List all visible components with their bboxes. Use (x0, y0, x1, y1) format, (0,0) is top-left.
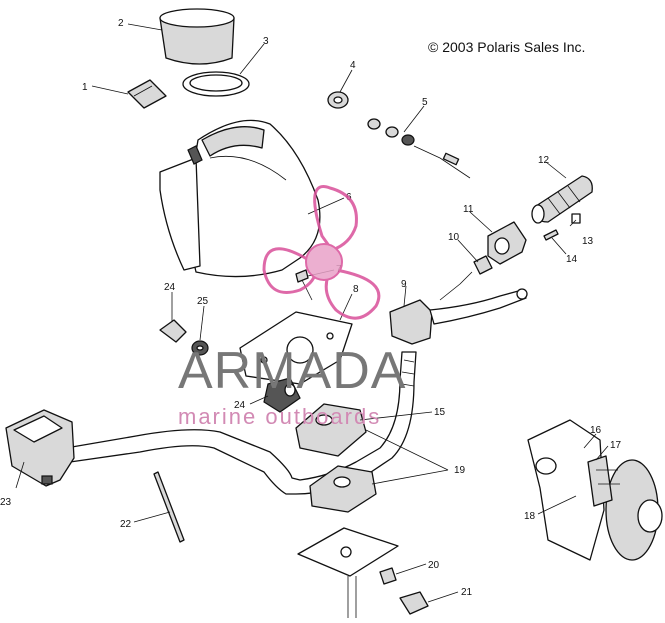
watermark-brand: ARMADA (178, 342, 406, 400)
callout-2: 2 (118, 18, 124, 29)
watermark-tagline: marine outboards (178, 404, 381, 429)
callout-23: 23 (0, 497, 12, 508)
callout-19: 19 (454, 465, 466, 476)
callout-22: 22 (120, 519, 132, 530)
callout-18: 18 (524, 511, 536, 522)
callout-9: 9 (401, 279, 407, 290)
callout-labels: 1 2 3 4 5 6 7 8 9 10 11 12 13 14 15 16 1… (0, 18, 622, 598)
part-23-switch-housing (5, 409, 75, 487)
part-3-ring-clamp (182, 71, 250, 97)
callout-15: 15 (434, 407, 446, 418)
part-5-throttle-cable (367, 118, 471, 179)
copyright-notice: © 2003 Polaris Sales Inc. (428, 39, 585, 55)
propeller-logo-icon (262, 185, 381, 320)
part-1-clip (127, 79, 167, 109)
part-24-bracket (159, 319, 187, 343)
watermark: ARMADA marine outboards (178, 185, 406, 429)
callout-4: 4 (350, 60, 356, 71)
callout-25: 25 (197, 296, 209, 307)
callout-24-upper: 24 (164, 282, 176, 293)
handlebar (65, 351, 417, 495)
callout-3: 3 (263, 36, 269, 47)
callout-14: 14 (566, 254, 578, 265)
part-19-lower-clamp (309, 465, 377, 513)
callout-12: 12 (538, 155, 550, 166)
part-4-nut (327, 91, 349, 109)
callout-5: 5 (422, 97, 428, 108)
part-10-bushing (473, 255, 493, 275)
callout-21: 21 (461, 587, 473, 598)
part-14-screw (543, 229, 559, 241)
callout-11: 11 (463, 204, 474, 215)
part-22-rod (153, 471, 185, 543)
part-11-throttle-housing (487, 221, 527, 265)
callout-17: 17 (610, 440, 622, 451)
part-9-brake-lever (389, 271, 528, 345)
callout-1: 1 (82, 82, 88, 93)
part-2-upper-boot (159, 8, 235, 65)
part-12-grip (531, 175, 593, 224)
callout-13: 13 (582, 236, 594, 247)
part-24-knob (263, 377, 301, 413)
part-21-clip (399, 591, 429, 615)
part-15-upper-clamp (295, 403, 367, 457)
callout-16: 16 (590, 425, 602, 436)
callout-8: 8 (353, 284, 359, 295)
part-8-plate (239, 311, 353, 385)
part-16-17-18-mount (527, 419, 663, 561)
callout-20: 20 (428, 560, 440, 571)
part-25-washer (191, 340, 209, 356)
callout-10: 10 (448, 232, 460, 243)
callout-24-lower: 24 (234, 400, 246, 411)
part-13-nut (571, 213, 581, 224)
part-7-bolt (295, 269, 313, 301)
part-20-nut (379, 567, 397, 585)
part-6-steering-cover (159, 119, 321, 278)
part-20-plate (297, 527, 399, 618)
leader-lines (15, 23, 609, 603)
